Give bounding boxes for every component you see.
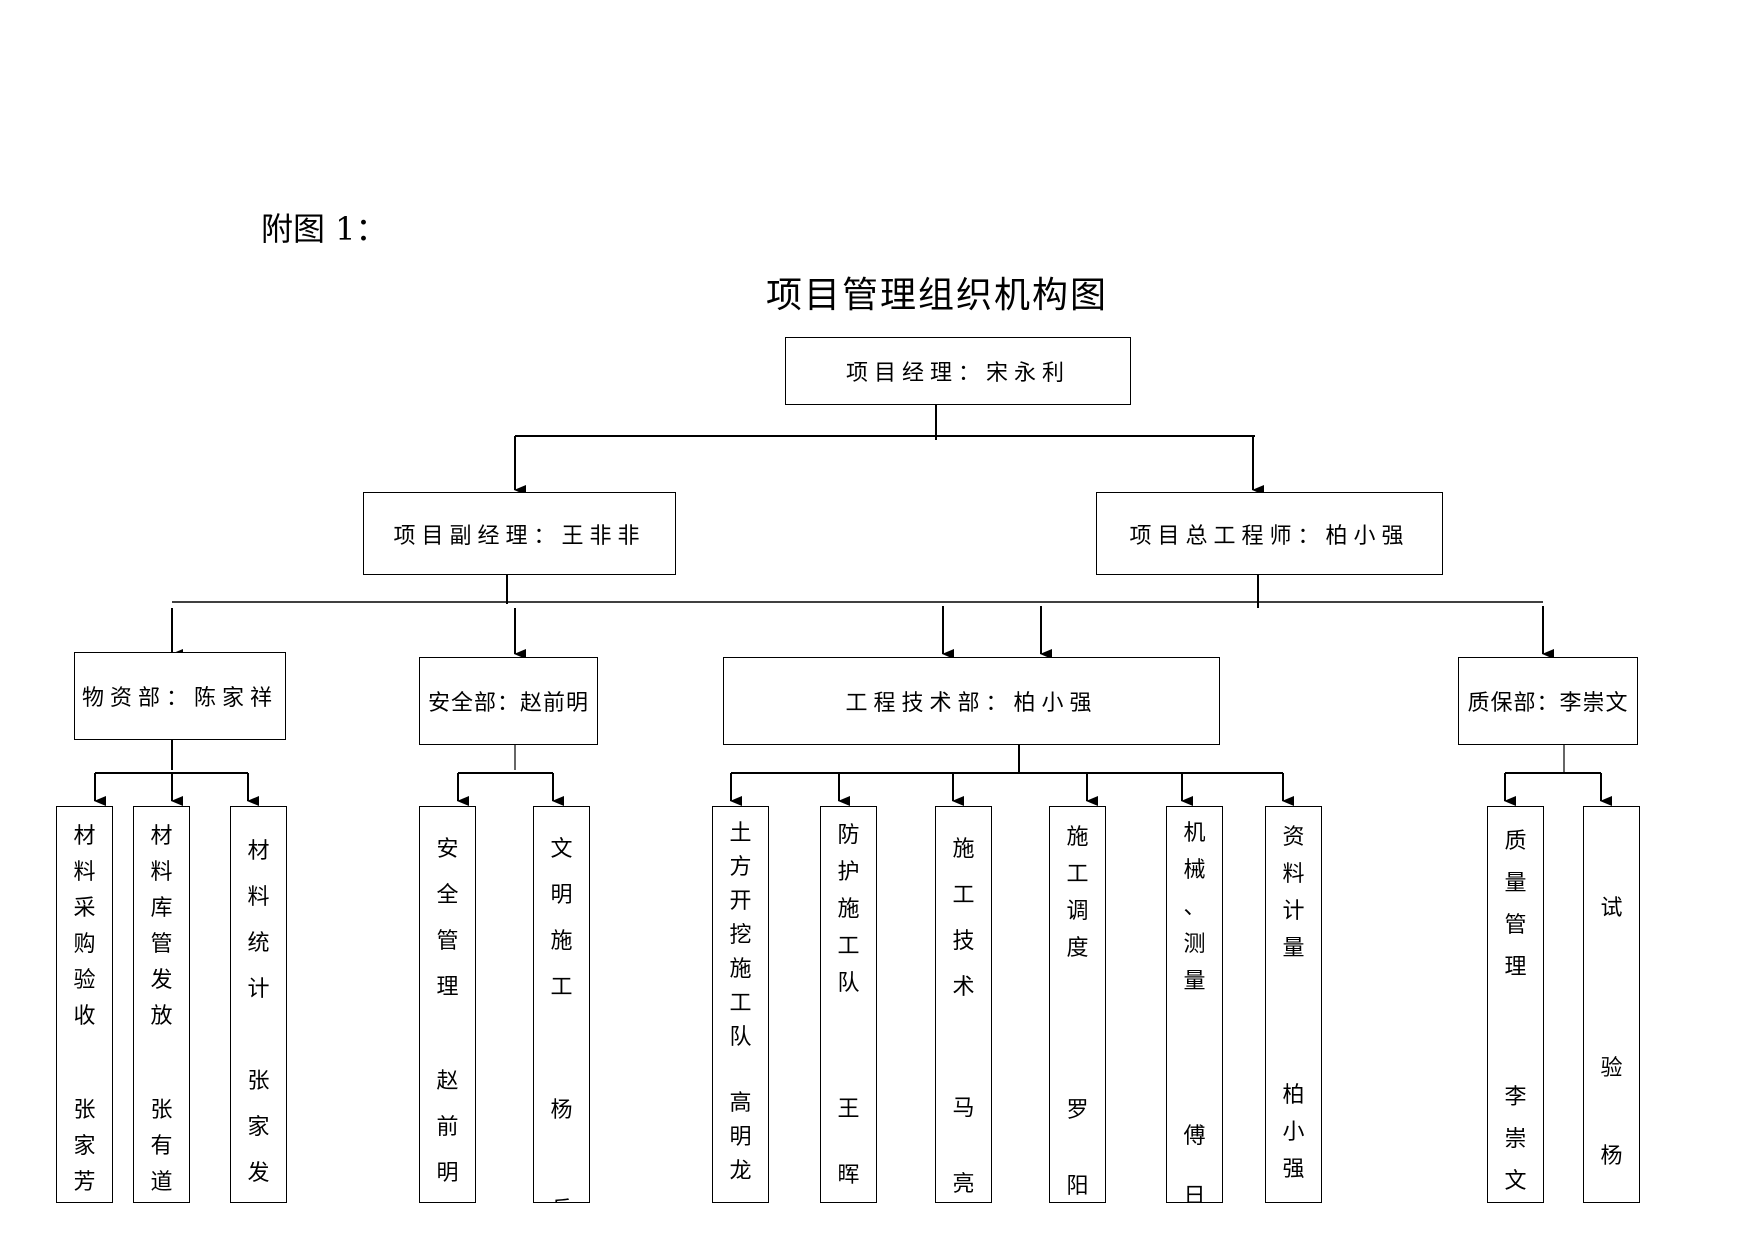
leaf-task: 材料库管发放 (150, 824, 173, 1029)
leaf-safety-mgmt: 安全管理 赵前明 (419, 806, 476, 1203)
chart-title: 项目管理组织机构图 (766, 275, 1109, 316)
dept-engineering-label: 工程技术部：柏小强 (845, 691, 1098, 716)
leaf-person: 李崇文 (1504, 1085, 1527, 1194)
leaf-data-metering: 资料计量 柏小强 (1265, 806, 1322, 1203)
leaf-person: 张家发 (247, 1069, 270, 1186)
leaf-person: 高明龙 (729, 1091, 752, 1184)
deputy-manager-label: 项目副经理：王非非 (393, 523, 646, 549)
leaf-task: 试验 (1600, 896, 1623, 1081)
dept-quality-label: 质保部：李崇文 (1467, 691, 1629, 716)
leaf-person: 杨 (1600, 1144, 1623, 1169)
leaf-material-purchase: 材料采购验收 张家芳 (56, 806, 113, 1203)
deputy-manager-box: 项目副经理：王非非 (363, 492, 676, 575)
leaf-task: 材料统计 (247, 839, 270, 1002)
leaf-task: 机械、测量 (1183, 821, 1206, 994)
manager-label: 项目经理：宋永利 (845, 361, 1070, 386)
leaf-task: 土方开挖施工队 (729, 821, 752, 1050)
leaf-task: 材料采购验收 (73, 824, 96, 1029)
dept-engineering-box: 工程技术部：柏小强 (723, 657, 1220, 745)
leaf-material-storage: 材料库管发放 张有道 (133, 806, 190, 1203)
manager-box: 项目经理：宋永利 (785, 337, 1131, 405)
dept-safety-label: 安全部：赵前明 (427, 691, 589, 716)
figure-label: 附图 1： (261, 210, 388, 248)
leaf-testing: 试验 杨 (1583, 806, 1640, 1203)
leaf-scheduling: 施工调度 罗阳 (1049, 806, 1106, 1203)
leaf-construction-tech: 施工技术 马亮 (935, 806, 992, 1203)
dept-quality-box: 质保部：李崇文 (1458, 657, 1638, 745)
leaf-task: 安全管理 (436, 837, 459, 1000)
leaf-person: 张家芳 (73, 1098, 96, 1195)
dept-materials-label: 物资部：陈家祥 (81, 686, 278, 711)
leaf-task: 施工技术 (952, 837, 975, 1000)
leaf-quality-mgmt: 质量管理 李崇文 (1487, 806, 1544, 1203)
leaf-person: 柏小强 (1282, 1083, 1305, 1182)
leaf-material-stats: 材料统计 张家发 (230, 806, 287, 1203)
leaf-task: 资料计量 (1282, 825, 1305, 961)
leaf-task: 施工调度 (1066, 825, 1089, 961)
leaf-person: 杨兵 (550, 1098, 573, 1202)
leaf-earthwork-team: 土方开挖施工队 高明龙 (712, 806, 769, 1203)
dept-materials-box: 物资部：陈家祥 (74, 652, 286, 740)
dept-safety-box: 安全部：赵前明 (419, 657, 598, 745)
leaf-task: 文明施工 (550, 837, 573, 1000)
leaf-person: 罗阳 (1066, 1098, 1089, 1199)
leaf-task: 质量管理 (1504, 829, 1527, 980)
leaf-protection-team: 防护施工队 王晖 (820, 806, 877, 1203)
leaf-task: 防护施工队 (837, 823, 860, 996)
leaf-person: 赵前明 (436, 1069, 459, 1186)
leaf-person: 傅日 (1183, 1124, 1206, 1203)
chief-engineer-box: 项目总工程师：柏小强 (1096, 492, 1443, 575)
leaf-person: 王晖 (837, 1097, 860, 1188)
leaf-machinery-survey: 机械、测量 傅日 (1166, 806, 1223, 1203)
leaf-person: 马亮 (952, 1096, 975, 1197)
chief-engineer-label: 项目总工程师：柏小强 (1129, 523, 1410, 549)
leaf-person: 张有道 (150, 1098, 173, 1195)
